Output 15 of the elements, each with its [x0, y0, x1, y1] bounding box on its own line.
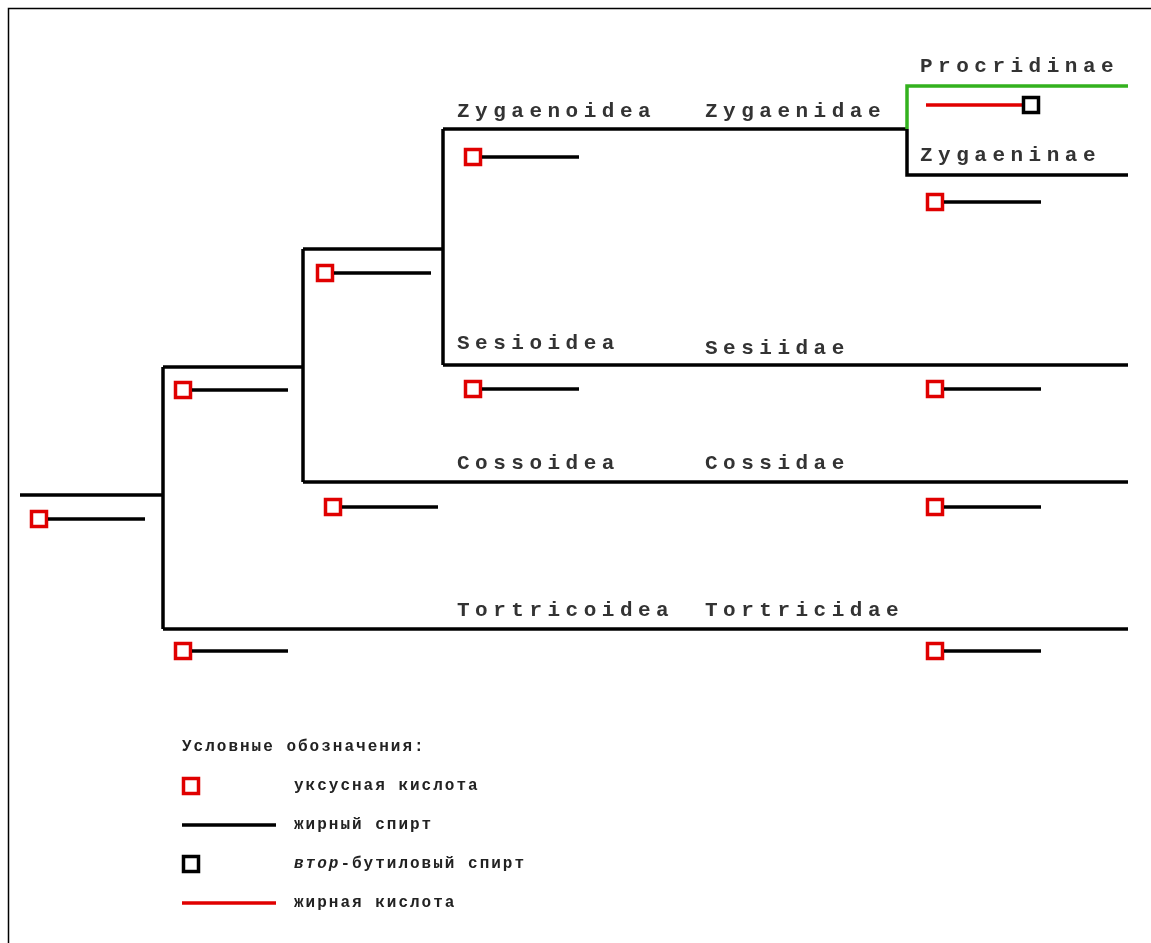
legend-text: втор-бутиловый спирт [294, 856, 527, 872]
taxon-label: Tortricidae [705, 600, 905, 621]
taxon-label: Zygaeninae [920, 145, 1102, 166]
taxon-label: Tortricoidea [457, 600, 675, 621]
legend-text: жирная кислота [294, 895, 457, 911]
taxon-label: Procridinae [920, 56, 1120, 77]
taxon-label: Zygaenidae [705, 101, 887, 122]
legend-text: жирный спирт [294, 817, 434, 833]
taxon-label: Cossidae [705, 453, 850, 474]
taxon-label: Cossoidea [457, 453, 620, 474]
legend-text: уксусная кислота [294, 778, 480, 794]
taxon-label: Zygaenoidea [457, 101, 657, 122]
taxon-label: Sesiidae [705, 338, 850, 359]
legend-title: Условные обозначения: [182, 739, 426, 755]
taxon-label: Sesioidea [457, 333, 620, 354]
